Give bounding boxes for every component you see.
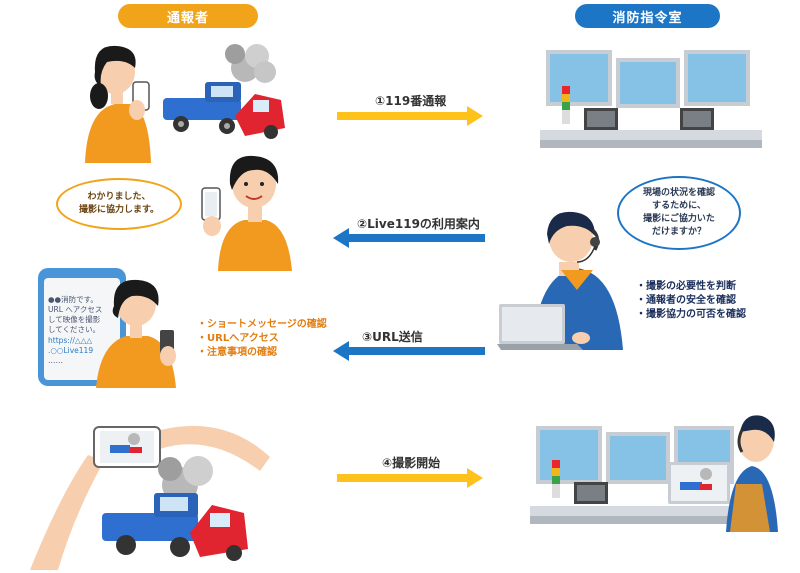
reporter-header: 通報者 <box>118 4 258 28</box>
dispatcher-action-item: ・撮影の必要性を判断 <box>636 281 736 292</box>
dispatcher-action-item: ・撮影協力の可否を確認 <box>636 309 746 320</box>
step-2-label: ②Live119の利用案内 <box>357 217 480 231</box>
dispatcher-bubble-line: だけますか？ <box>651 227 706 238</box>
reporter-bubble-line: 撮影に協力します。 <box>78 205 160 215</box>
reporter-action-item: ・注意事項の確認 <box>197 347 277 358</box>
sms-line: ●●消防です。 <box>48 295 98 304</box>
sms-line: してください。 <box>48 325 101 335</box>
step-3-label: ③URL送信 <box>362 330 423 344</box>
dispatcher-bubble-line: 撮影にご協力いた <box>643 214 715 224</box>
step-4-label: ④撮影開始 <box>382 456 441 470</box>
sms-line: URL へアクセス <box>48 305 103 315</box>
dispatcher-action-item: ・通報者の安全を確認 <box>636 295 736 306</box>
dispatcher-speech-bubble: 現場の状況を確認 するために、 撮影にご協力いた だけますか？ <box>617 176 741 250</box>
sms-link-line: https://△△△ <box>48 335 93 345</box>
reporter-action-item: ・URLへアクセス <box>197 333 279 344</box>
command-center-header: 消防指令室 <box>575 4 720 28</box>
reporter-actions-list: ・ショートメッセージの確認 ・URLへアクセス ・注意事項の確認 <box>197 318 327 360</box>
sms-message: ●●消防です。 URL へアクセス して映像を撮影 してください。 https:… <box>48 295 102 366</box>
reporter-action-item: ・ショートメッセージの確認 <box>197 319 327 330</box>
reporter-speech-bubble: わかりました、 撮影に協力します。 <box>56 178 182 230</box>
step-1-label: ①119番通報 <box>375 94 447 108</box>
dispatcher-bubble-line: するために、 <box>652 200 706 211</box>
sms-ellipsis: …… <box>48 355 63 365</box>
sms-line: して映像を撮影 <box>48 315 101 325</box>
reporter-bubble-line: わかりました、 <box>87 191 151 202</box>
dispatcher-bubble-line: 現場の状況を確認 <box>642 187 715 198</box>
sms-link-line: .○○Live119 <box>48 345 94 355</box>
dispatcher-actions-list: ・撮影の必要性を判断 ・通報者の安全を確認 ・撮影協力の可否を確認 <box>636 280 746 322</box>
